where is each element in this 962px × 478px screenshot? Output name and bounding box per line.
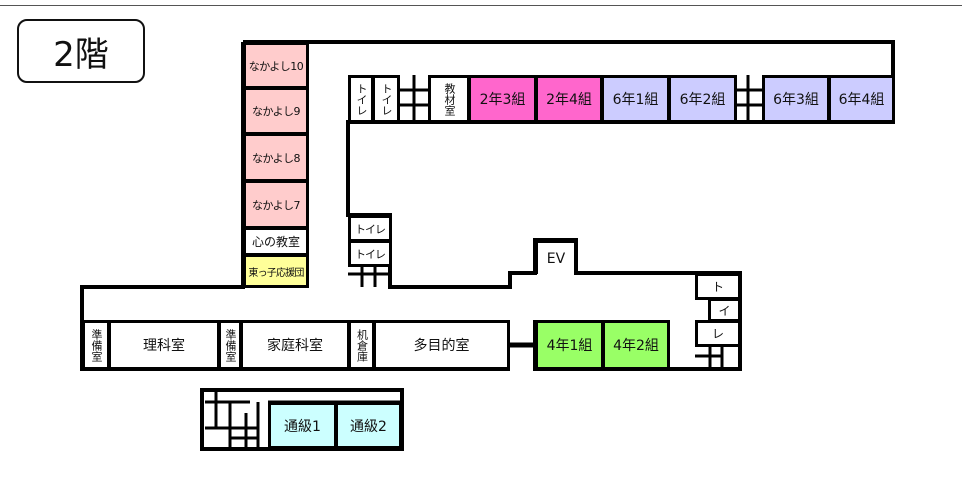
room-label: イ [718, 303, 731, 318]
room-ouendan: 東っ子応援団 [243, 254, 309, 288]
room-label: 多目的室 [413, 338, 470, 354]
room-junbi: 準備室 [82, 320, 110, 370]
room-label: なかよし7 [252, 198, 300, 212]
room-label: 2年3組 [479, 92, 526, 108]
room-kyozai: 教材室 [428, 75, 470, 123]
room-tsukyu-1: 通級1 [268, 402, 337, 449]
room-label: 2年4組 [546, 92, 592, 108]
room-4-1: 4年1組 [535, 320, 604, 370]
room-nakayoshi-8: なかよし8 [243, 133, 309, 182]
room-label: なかよし8 [252, 151, 300, 165]
room-tsukyu-2: 通級2 [335, 402, 402, 449]
room-6-1: 6年1組 [601, 75, 670, 123]
room-label: 心の教室 [251, 235, 300, 249]
room-label: 準備室 [90, 328, 103, 362]
room-label: トイレ [380, 82, 393, 116]
room-label: ト [711, 280, 724, 294]
room-toilet: トイレ [348, 215, 392, 242]
room-label: 教材室 [443, 82, 456, 116]
elevator: EV [535, 240, 577, 274]
room-nakayoshi-7: なかよし7 [243, 180, 309, 229]
room-6-3: 6年3組 [762, 75, 830, 123]
room-label: 通級2 [350, 418, 387, 435]
page-divider [0, 5, 962, 6]
room-label: なかよし10 [248, 59, 304, 73]
room-6-2: 6年2組 [668, 75, 737, 123]
room-label: 6年4組 [838, 92, 885, 108]
room-4-2: 4年2組 [602, 320, 670, 370]
room-label: 通級1 [284, 418, 321, 435]
room-toilet: トイレ [348, 75, 374, 123]
room-label: 6年3組 [773, 92, 819, 108]
room-toilet: トイレ [372, 75, 400, 123]
room-label: 準備室 [224, 328, 237, 362]
room-2-4: 2年4組 [535, 75, 603, 123]
room-tamokuteki: 多目的室 [373, 320, 510, 370]
room-label: 6年1組 [612, 92, 659, 108]
room-label: トイレ [355, 222, 386, 236]
room-label: レ [711, 327, 724, 341]
room-junbi: 準備室 [218, 320, 242, 370]
toilet-re: レ [695, 320, 741, 347]
room-label: 6年2組 [679, 92, 726, 108]
room-rika: 理科室 [108, 320, 220, 370]
room-label: 家庭科室 [267, 338, 323, 354]
toilet-to: ト [695, 273, 741, 300]
room-2-3: 2年3組 [468, 75, 537, 123]
room-label: 机倉庫 [355, 328, 369, 362]
room-6-4: 6年4組 [828, 75, 895, 123]
floor-label: 2階 [17, 19, 145, 83]
room-nakayoshi-10: なかよし10 [243, 42, 309, 89]
room-label: 理科室 [143, 338, 185, 354]
toilet-i: イ [708, 298, 741, 322]
room-label: なかよし9 [252, 105, 300, 118]
room-label: トイレ [355, 247, 386, 261]
room-katei: 家庭科室 [240, 320, 350, 370]
room-label: 東っ子応援団 [248, 267, 304, 279]
room-toilet: トイレ [348, 240, 392, 267]
room-kokoro: 心の教室 [243, 227, 309, 256]
room-label: 4年2組 [613, 338, 659, 354]
room-tsukue-souko: 机倉庫 [348, 320, 375, 370]
room-label: EV [546, 250, 566, 267]
room-label: トイレ [355, 82, 368, 116]
room-label: 4年1組 [546, 338, 593, 354]
room-nakayoshi-9: なかよし9 [243, 87, 309, 135]
